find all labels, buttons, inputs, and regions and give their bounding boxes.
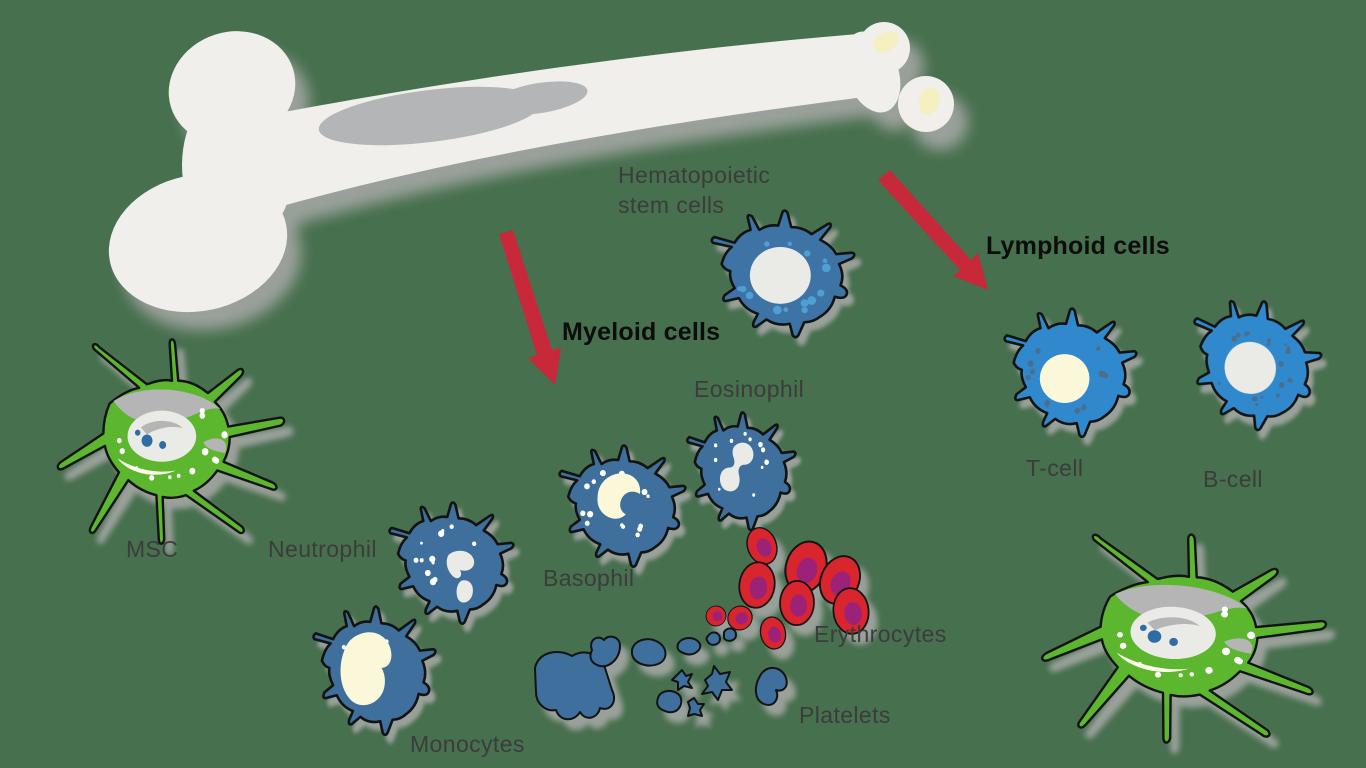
label-myeloid-cells: Myeloid cells — [562, 318, 721, 346]
label-hsc-line1: Hematopoietic — [618, 162, 771, 188]
platelet — [631, 638, 667, 667]
platelet — [589, 635, 621, 668]
nucleus — [340, 632, 392, 706]
platelet — [534, 651, 616, 721]
label-neutrophil: Neutrophil — [268, 536, 377, 562]
label-platelets: Platelets — [799, 702, 891, 728]
platelet — [754, 667, 788, 706]
label-lymphoid-cells: Lymphoid cells — [986, 232, 1170, 260]
myeloid-arrow — [499, 230, 561, 385]
nucleus — [1039, 354, 1090, 404]
b-cell — [1181, 290, 1328, 440]
label-b-cell: B-cell — [1203, 466, 1263, 492]
label-eosinophil: Eosinophil — [694, 376, 805, 402]
erythrocyte — [701, 601, 731, 631]
platelet — [723, 627, 737, 642]
nucleus — [1224, 341, 1276, 394]
nucleus — [719, 442, 754, 492]
nucleus — [597, 473, 641, 519]
t-cell — [1003, 307, 1138, 438]
label-erythrocytes: Erythrocytes — [814, 621, 947, 647]
bone-marrow — [318, 86, 542, 146]
msc-cell-left — [56, 338, 286, 545]
platelet — [676, 637, 702, 656]
bone — [108, 22, 954, 313]
label-msc: MSC — [126, 536, 179, 562]
basophil-cell — [558, 444, 687, 568]
erythrocyte — [741, 522, 783, 570]
erythrocyte — [778, 579, 816, 627]
platelet — [705, 631, 721, 646]
erythrocyte — [735, 559, 779, 611]
neutrophil-cell — [388, 501, 515, 625]
platelet — [701, 665, 733, 701]
bone-highlight — [873, 31, 899, 53]
nucleus — [749, 246, 811, 304]
platelet — [671, 669, 693, 691]
eosinophil-cell — [686, 411, 797, 531]
msc-cell-right — [1036, 526, 1332, 752]
platelet — [656, 690, 683, 714]
nucleus — [446, 550, 475, 579]
label-monocytes: Monocytes — [410, 731, 525, 757]
monocyte-cell — [312, 605, 437, 736]
platelets-cluster — [534, 627, 788, 721]
erythrocyte — [756, 614, 790, 652]
label-basophil: Basophil — [543, 565, 635, 591]
label-hsc-line2: stem cells — [618, 192, 725, 218]
hematopoietic-stem-cell — [710, 209, 856, 339]
platelet — [687, 697, 705, 717]
lymphoid-arrow — [878, 170, 988, 290]
label-t-cell: T-cell — [1026, 455, 1084, 481]
